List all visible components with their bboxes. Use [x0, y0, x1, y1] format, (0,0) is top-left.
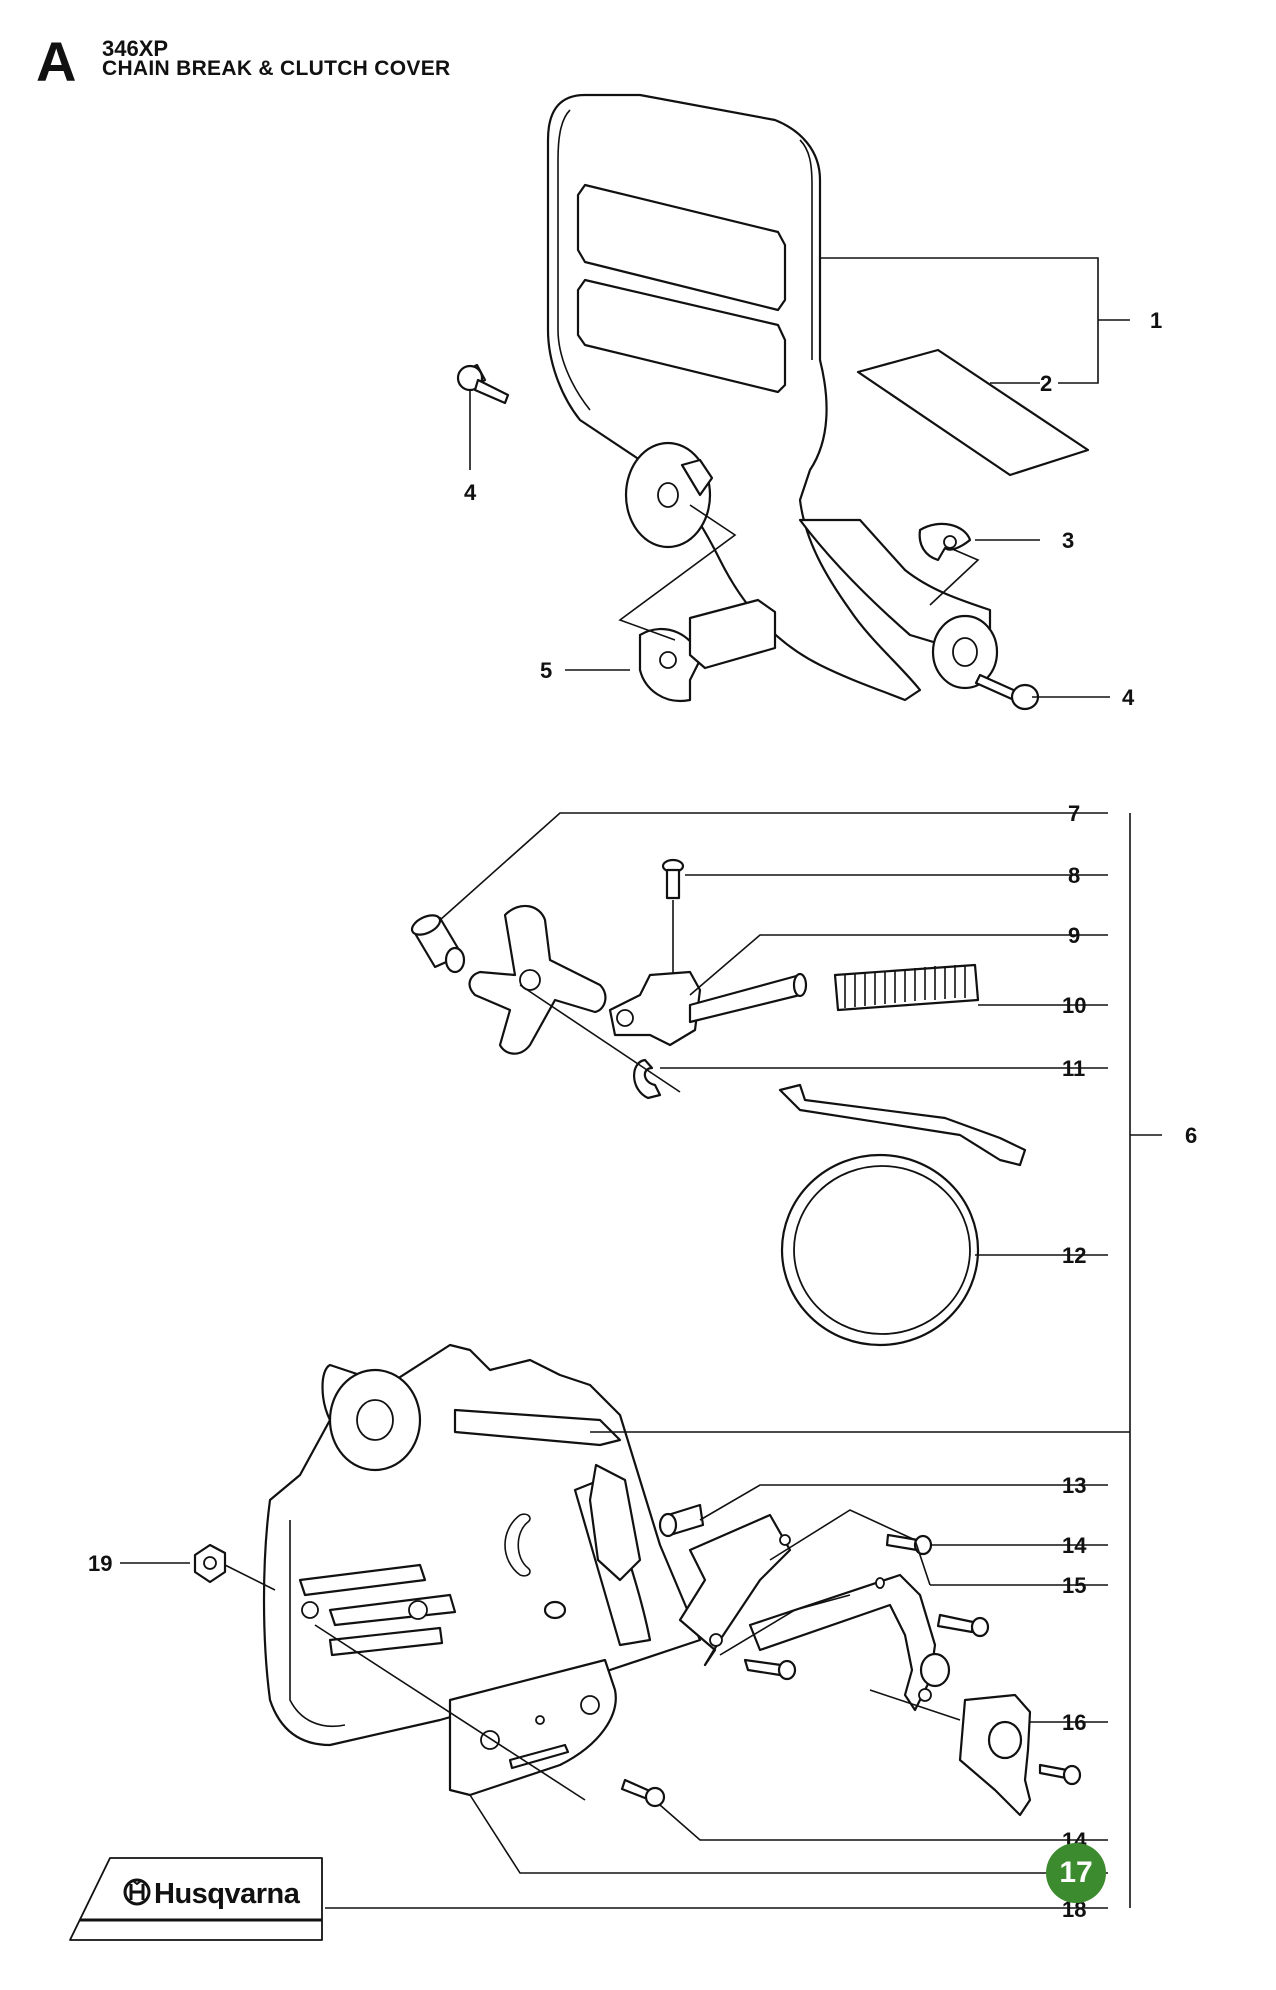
callout-label: 4: [1122, 685, 1135, 710]
cover-plate-part: [448, 1658, 617, 1797]
callout-label: 8: [1068, 863, 1080, 888]
callout-label: 5: [540, 658, 552, 683]
screw-part: [620, 1778, 666, 1808]
clutch-cover-part: [262, 1343, 702, 1747]
callout-label: 13: [1062, 1473, 1086, 1498]
husqvarna-crown-logo-icon: [123, 1878, 151, 1906]
screw-part: [456, 363, 510, 405]
bushing-part: [410, 914, 466, 974]
brake-link-part: [608, 970, 808, 1047]
model-number: 346XP: [102, 36, 169, 61]
callout-label: 11: [1062, 1056, 1085, 1081]
spring-part: [833, 963, 980, 1012]
brake-band-part: [778, 1083, 1027, 1347]
screw-part: [974, 673, 1040, 711]
callout-label: 16: [1062, 1710, 1086, 1735]
callout-label: 2: [1040, 371, 1052, 396]
chain-guard-bracket-part: [678, 1513, 951, 1712]
hand-guard-part: [546, 93, 999, 702]
screw-part: [661, 858, 685, 900]
washer-part: [638, 598, 777, 703]
callout-label: 7: [1068, 801, 1080, 826]
brand-logo-text: Husqvarna: [154, 1878, 300, 1910]
decal-part: [856, 348, 1090, 477]
page-number-badge: 17: [1046, 1843, 1106, 1903]
callout-label: 1: [1150, 308, 1162, 333]
logo-frame: [69, 1857, 323, 1941]
callout-label: 10: [1062, 993, 1086, 1018]
callout-label: 4: [464, 480, 477, 505]
brake-lever-part: [468, 904, 607, 1055]
callout-label: 6: [1185, 1123, 1197, 1148]
section-letter: A: [36, 30, 77, 93]
nut-part: [193, 1543, 227, 1584]
pin-part: [658, 1503, 705, 1538]
callout-label: 14: [1062, 1533, 1087, 1558]
screw-part: [743, 1658, 797, 1681]
diagram-title: CHAIN BREAK & CLUTCH COVER: [102, 57, 451, 80]
callout-label: 15: [1062, 1573, 1086, 1598]
callout-label: 19: [88, 1551, 112, 1576]
callout-label: 9: [1068, 923, 1080, 948]
clutch-cover-bracket-part: [958, 1693, 1082, 1817]
clip-part: [918, 522, 972, 562]
callout-label: 3: [1062, 528, 1074, 553]
clip-part: [633, 1058, 662, 1100]
screw-part: [936, 1613, 990, 1638]
callout-label: 12: [1062, 1243, 1086, 1268]
